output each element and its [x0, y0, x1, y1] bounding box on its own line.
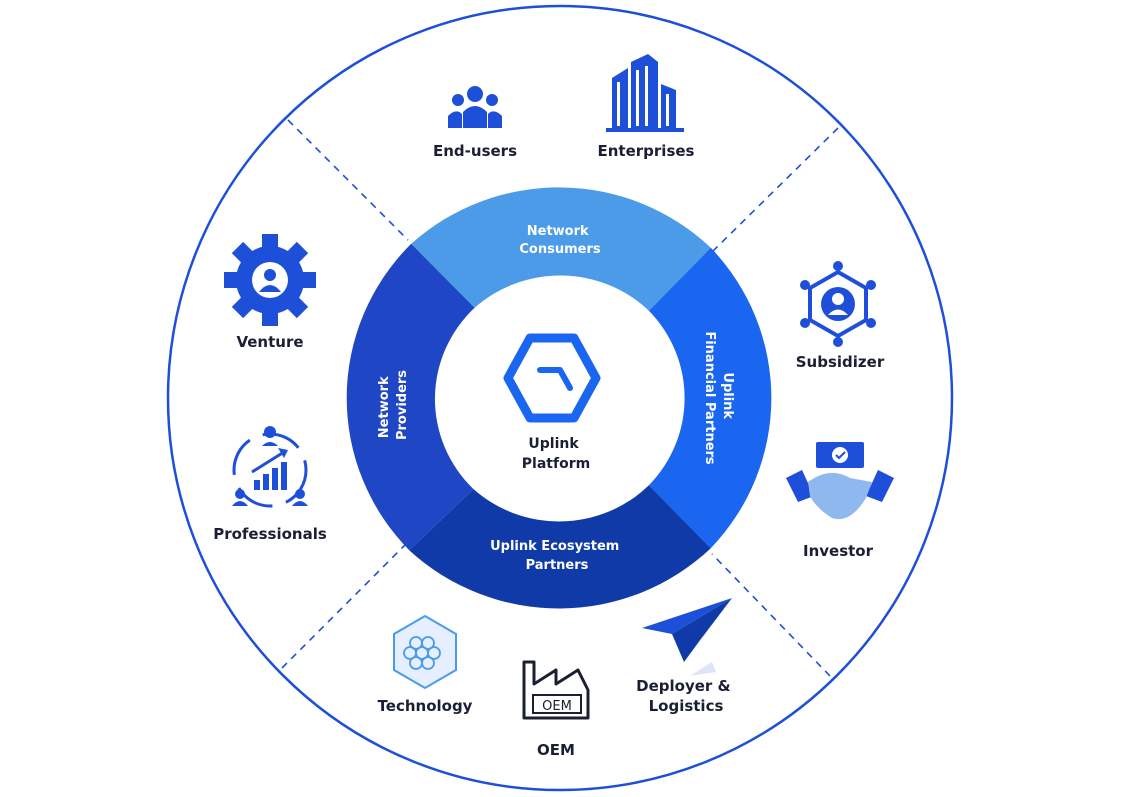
segment-right-line1: Uplink	[720, 372, 735, 419]
segment-bottom-line1: Uplink Ecosystem	[490, 539, 619, 554]
investor-handshake-icon	[786, 442, 894, 520]
technology-label: Technology	[378, 697, 473, 715]
end-users-icon	[448, 86, 502, 128]
svg-text:Uplink Platform: Uplink Platform	[522, 436, 590, 472]
segment-ecosystem-partners[interactable]	[409, 485, 711, 609]
subsidizer-label: Subsidizer	[796, 353, 885, 371]
segment-left-line1: Network	[377, 376, 392, 438]
enterprises-label: Enterprises	[598, 142, 695, 160]
deployer-label-line2: Logistics	[649, 697, 724, 715]
divider-bottom-right	[711, 553, 831, 677]
divider-top-right	[711, 127, 839, 253]
segment-financial-partners[interactable]	[648, 247, 772, 549]
segment-network-providers[interactable]	[346, 243, 475, 551]
segment-network-consumers[interactable]	[411, 187, 711, 311]
technology-hexagon-icon	[393, 614, 457, 690]
svg-text:Network Consumers: Network Consumers	[519, 224, 600, 257]
professionals-icon	[232, 426, 308, 508]
oem-factory-icon: OEM	[522, 660, 590, 720]
professionals-label: Professionals	[213, 525, 327, 543]
uplink-logo-icon	[503, 333, 601, 423]
segment-top-line1: Network	[527, 224, 589, 239]
deployer-plane-icon	[642, 598, 732, 676]
center-line1: Uplink	[528, 436, 579, 452]
outer-ring	[166, 4, 954, 792]
end-users-label: End-users	[433, 142, 517, 160]
segment-top-line2: Consumers	[519, 242, 600, 257]
venture-gear-icon	[224, 234, 316, 326]
oem-badge-text: OEM	[542, 699, 572, 714]
enterprises-icon	[606, 54, 684, 132]
center-line2: Platform	[522, 456, 590, 472]
oem-label: OEM	[537, 741, 575, 759]
segment-bottom-line2: Partners	[526, 558, 589, 573]
venture-label: Venture	[236, 333, 303, 351]
divider-top-left	[287, 119, 409, 241]
subsidizer-icon	[800, 261, 876, 347]
deployer-label-line1: Deployer &	[636, 677, 730, 695]
svg-text:Uplink Ecosystem Partners: Uplink Ecosystem Partners	[490, 539, 624, 573]
donut-ring	[346, 187, 772, 609]
svg-text:Network Providers: Network Providers	[377, 370, 410, 440]
investor-label: Investor	[803, 542, 874, 560]
svg-text:Uplink Financial Partners: Uplink Financial Partners	[702, 331, 735, 465]
segment-left-line2: Providers	[395, 370, 410, 440]
svg-text:Deployer & Logistics: Deployer & Logistics	[636, 677, 736, 715]
divider-bottom-left	[281, 541, 409, 669]
dashed-dividers	[281, 119, 839, 677]
segment-right-line2: Financial Partners	[702, 331, 717, 465]
